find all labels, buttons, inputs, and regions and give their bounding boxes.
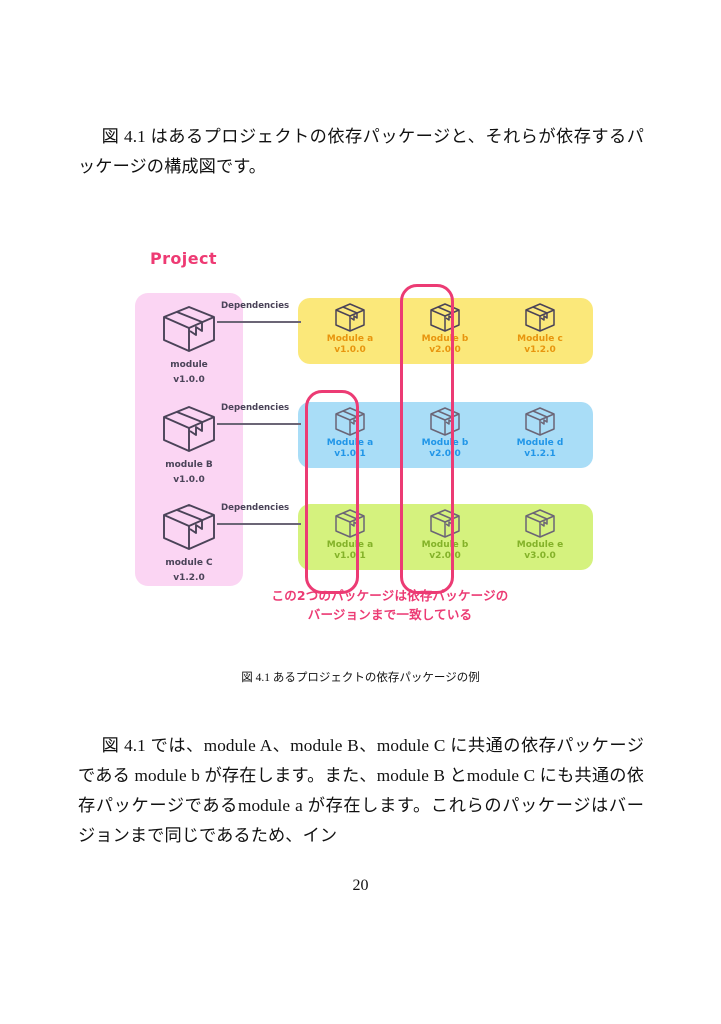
package-box-icon [525, 407, 555, 436]
paragraph-intro-text: 図 4.1 はあるプロジェクトの依存パッケージと、それらが依存するパッケージの構… [78, 127, 644, 176]
package-version: v2.0.0 [429, 449, 461, 459]
dependency-connector: Dependencies [217, 301, 301, 323]
project-module-version: v1.2.0 [173, 573, 205, 583]
package-box-icon [335, 303, 365, 332]
connector-line [217, 523, 301, 525]
package-version: v2.0.0 [429, 551, 461, 561]
project-module-entry: module v1.0.0 [152, 304, 226, 386]
package-box-icon [163, 306, 215, 352]
package-version: v1.0.0 [334, 345, 366, 355]
package-box-icon [163, 504, 215, 550]
annotation-line-2: バージョンまで一致している [307, 607, 473, 622]
package-version: v1.2.1 [524, 449, 556, 459]
package-name: Module a [326, 540, 374, 550]
package-box-icon [335, 509, 365, 538]
annotation-line-1: この2つのパッケージは依存パッケージの [271, 588, 509, 603]
figure-annotation: この2つのパッケージは依存パッケージの バージョンまで一致している [190, 586, 590, 624]
package-version: v3.0.0 [524, 551, 556, 561]
package-version: v1.0.1 [334, 449, 366, 459]
package-cell: Module a v1.0.1 [310, 507, 390, 567]
figure-title-project: Project [150, 249, 217, 268]
figure-caption: 図 4.1 あるプロジェクトの依存パッケージの例 [241, 672, 480, 684]
project-module-name: module [170, 360, 208, 370]
figure-dependency-diagram: Project Module a v1.0.0 [130, 240, 600, 640]
dependency-connector: Dependencies [217, 503, 301, 525]
package-name: Module c [517, 334, 563, 344]
package-name: Module a [326, 334, 374, 344]
connector-line [217, 321, 301, 323]
package-box-icon [430, 407, 460, 436]
package-box-icon [525, 509, 555, 538]
package-cell: Module b v2.0.0 [405, 301, 485, 361]
dependencies-label: Dependencies [221, 301, 290, 311]
project-module-entry: module B v1.0.0 [152, 404, 226, 486]
package-box-icon [525, 303, 555, 332]
highlight-module-b-column [400, 284, 454, 594]
connector-line [217, 423, 301, 425]
package-name: Module e [516, 540, 564, 550]
paragraph-intro: 図 4.1 はあるプロジェクトの依存パッケージと、それらが依存するパッケージの構… [78, 122, 644, 182]
dependency-connector: Dependencies [217, 403, 301, 425]
package-version: v2.0.0 [429, 345, 461, 355]
project-module-name: module B [165, 460, 213, 470]
project-module-version: v1.0.0 [173, 475, 205, 485]
package-box-icon [335, 407, 365, 436]
dependency-row-green: Module a v1.0.1 Module b v2.0.0 [298, 504, 593, 570]
package-version: v1.0.1 [334, 551, 366, 561]
paragraph-explanation-text: 図 4.1 では、module A、module B、module C に共通の… [78, 736, 644, 845]
package-cell: Module d v1.2.1 [500, 405, 580, 465]
paragraph-explanation: 図 4.1 では、module A、module B、module C に共通の… [78, 731, 644, 851]
package-box-icon [163, 406, 215, 452]
package-box-icon [430, 509, 460, 538]
package-name: Module b [421, 334, 469, 344]
project-module-name: module C [165, 558, 213, 568]
package-cell: Module b v2.0.0 [405, 507, 485, 567]
dependency-row-yellow: Module a v1.0.0 Module b v2.0.0 [298, 298, 593, 364]
page-number: 20 [352, 877, 369, 894]
package-name: Module b [421, 540, 469, 550]
package-cell: Module c v1.2.0 [500, 301, 580, 361]
package-version: v1.2.0 [524, 345, 556, 355]
package-name: Module d [516, 438, 564, 448]
package-name: Module a [326, 438, 374, 448]
package-cell: Module a v1.0.0 [310, 301, 390, 361]
project-module-version: v1.0.0 [173, 375, 205, 385]
package-box-icon [430, 303, 460, 332]
project-module-entry: module C v1.2.0 [152, 502, 226, 584]
dependency-row-blue: Module a v1.0.1 Module b v2.0.0 [298, 402, 593, 468]
package-cell: Module a v1.0.1 [310, 405, 390, 465]
highlight-module-a-column [305, 390, 359, 594]
package-cell: Module e v3.0.0 [500, 507, 580, 567]
dependencies-label: Dependencies [221, 503, 290, 513]
package-cell: Module b v2.0.0 [405, 405, 485, 465]
package-name: Module b [421, 438, 469, 448]
dependencies-label: Dependencies [221, 403, 290, 413]
